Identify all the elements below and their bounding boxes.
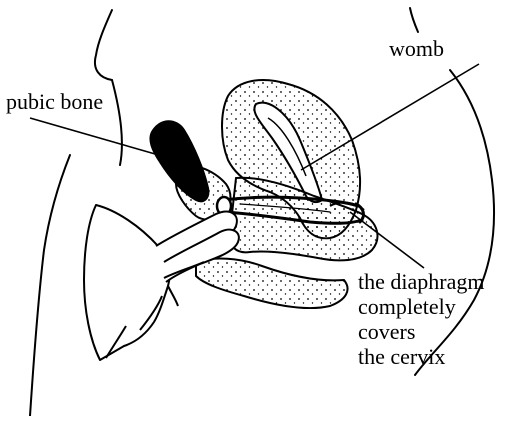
pubic-bone-label: pubic bone	[6, 89, 103, 114]
diaphragm-label-line: completely	[358, 294, 484, 319]
womb-label: womb	[389, 36, 444, 61]
diaphragm-label-line: covers	[358, 319, 484, 344]
diaphragm-label-line: the diaphragm	[358, 269, 484, 294]
diaphragm-label-line: the cervix	[358, 344, 484, 369]
diaphragm-label: the diaphragm completely covers the cerv…	[358, 269, 484, 369]
